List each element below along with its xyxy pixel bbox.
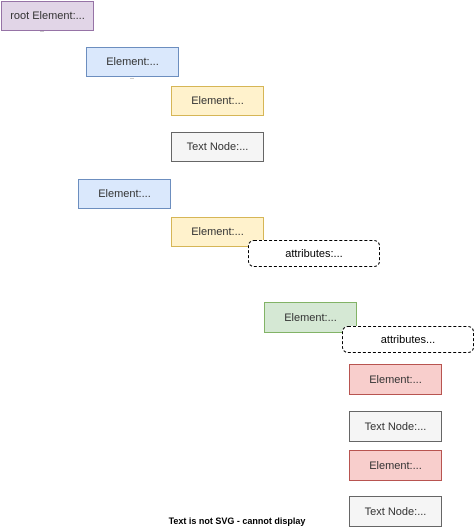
root-element-node: root Element:... <box>1 1 94 31</box>
connector-stub <box>40 31 44 32</box>
text-node: Text Node:... <box>349 496 442 527</box>
element-node: Element:... <box>264 302 357 333</box>
text-node: Text Node:... <box>171 132 264 162</box>
attributes-node: attributes:... <box>248 240 380 267</box>
connector-stub <box>130 78 134 79</box>
element-node: Element:... <box>171 217 264 247</box>
attributes-node: attributes... <box>342 326 474 353</box>
element-node: Element:... <box>86 47 179 77</box>
element-node: Element:... <box>349 450 442 481</box>
svg-fallback-notice: Text is not SVG - cannot display <box>168 516 306 526</box>
element-node: Element:... <box>171 86 264 116</box>
element-node: Element:... <box>78 179 171 209</box>
text-node: Text Node:... <box>349 411 442 442</box>
element-node: Element:... <box>349 364 442 395</box>
